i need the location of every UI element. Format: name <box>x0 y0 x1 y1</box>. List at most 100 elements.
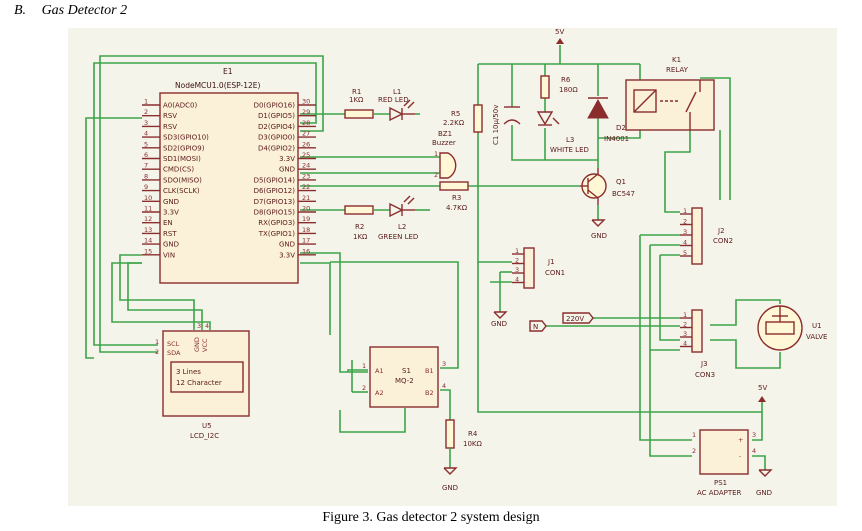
mcu-left-pin-number: 13 <box>144 226 152 234</box>
mcu-left-pin-number: 14 <box>144 237 152 245</box>
section-number: B. <box>14 3 27 18</box>
mcu-left-pin-number: 15 <box>144 247 152 255</box>
mcu-right-pin-name: D7(GPIO13) <box>254 198 296 206</box>
mcu-left-pin-name: SDO(MISO) <box>163 176 202 184</box>
mcu-right-pin-number: 27 <box>302 130 310 138</box>
mcu-right-pin-name: D1(GPIO5) <box>258 112 295 120</box>
d2-ref: D2 <box>616 124 626 132</box>
mcu-right-pin-name: D6(GPIO12) <box>254 187 296 195</box>
ps1-minus: - <box>739 452 742 460</box>
mcu-left-pin-name: SD1(MOSI) <box>163 155 201 163</box>
mcu-left-pin-name: GND <box>163 198 179 206</box>
q1-value: BC547 <box>612 190 635 198</box>
figure-caption: Figure 3. Gas detector 2 system design <box>322 510 540 525</box>
s1-value: MQ-2 <box>395 377 414 385</box>
mcu-name: NodeMCU1.0(ESP-12E) <box>175 81 260 90</box>
mcu-right-pin-number: 21 <box>302 194 310 202</box>
s1-b1: B1 <box>425 367 434 375</box>
r2-value: 1KΩ <box>353 233 368 241</box>
ps1-pin3: 3 <box>752 431 756 439</box>
r6-value: 180Ω <box>559 86 578 94</box>
led-l3: L3 WHITE LED <box>536 111 589 154</box>
r5-ref: R5 <box>451 110 460 118</box>
resistor-r3: R3 4.7KΩ <box>439 181 469 212</box>
u5-value: LCD_I2C <box>190 432 219 440</box>
mcu-right-pin-number: 26 <box>302 140 310 148</box>
q1-ref: Q1 <box>616 178 626 186</box>
j2-ref: J2 <box>717 227 725 235</box>
mcu-left-pin-name: RSV <box>163 123 177 131</box>
k1-value: RELAY <box>666 66 689 74</box>
resistor-r4: R4 10KΩ <box>445 419 482 449</box>
buzzer-bz1: 1 2 BZ1 Buzzer <box>432 130 457 179</box>
mcu-left-pin-name: SD2(GPIO9) <box>163 144 205 152</box>
bz1-value: Buzzer <box>432 139 456 147</box>
lcd-pin2: 2 <box>155 348 159 356</box>
u1-ref: U1 <box>812 322 822 330</box>
j2-pin-number: 1 <box>683 207 687 215</box>
gnd-r4: GND <box>442 484 458 492</box>
mcu-left-pin-number: 8 <box>144 172 148 180</box>
l2-ref: L2 <box>398 223 406 231</box>
led-l2: L2 GREEN LED <box>378 195 418 241</box>
ps1-pin4: 4 <box>752 447 756 455</box>
s1-pin3: 3 <box>442 360 446 368</box>
mcu-right-pin-name: D4(GPIO2) <box>258 144 295 152</box>
resistor-r5: R5 2.2KΩ <box>443 104 483 133</box>
section-title: Gas Detector 2 <box>41 3 128 18</box>
s1-a1: A1 <box>375 367 384 375</box>
u1-value: VALVE <box>806 333 827 341</box>
mcu-right-pin-number: 29 <box>302 108 310 116</box>
mcu-right-pin-number: 17 <box>302 237 310 245</box>
s1-b2: B2 <box>425 389 434 397</box>
power-symbols: 5V 5V GND GND GND GND 220V N <box>442 28 773 497</box>
j2-pin-number: 3 <box>683 228 687 236</box>
lcd-gnd: GND <box>193 337 201 352</box>
mcu-right-pin-number: 28 <box>302 119 310 127</box>
mcu-right-pin-name: GND <box>279 241 295 249</box>
mcu-left-pin-number: 10 <box>144 194 152 202</box>
s1-ref: S1 <box>402 367 411 375</box>
lcd-pin3: 3 <box>197 322 201 330</box>
mcu-left-pin-number: 6 <box>144 151 148 159</box>
ac-adapter-ps1: + - 1 2 3 4 PS1 AC ADAPTER <box>692 429 756 497</box>
j1-pin-number: 2 <box>515 257 519 265</box>
mcu-left-pin-name: GND <box>163 241 179 249</box>
mcu-right-pin-number: 23 <box>302 172 310 180</box>
mcu-right-pin-name: GND <box>279 166 295 174</box>
j1-pin-number: 3 <box>515 266 519 274</box>
mcu-right-pin-name: D3(GPIO0) <box>258 134 295 142</box>
l1-ref: L1 <box>393 88 401 96</box>
mcu-left-pin-name: CLK(SCLK) <box>163 187 200 195</box>
r4-value: 10KΩ <box>463 440 482 448</box>
j3-pin-number: 3 <box>683 330 687 338</box>
r3-value: 4.7KΩ <box>446 204 468 212</box>
mcu-right-pin-number: 22 <box>302 183 310 191</box>
gnd-j1: GND <box>491 320 507 328</box>
section-heading: B. Gas Detector 2 <box>14 3 127 19</box>
j2-pin-number: 2 <box>683 218 687 226</box>
r3-ref: R3 <box>452 194 461 202</box>
ps1-value: AC ADAPTER <box>697 489 742 497</box>
mcu-left-pin-number: 3 <box>144 119 148 127</box>
lcd-vcc: VCC <box>201 338 209 352</box>
lcd-line2: 12 Character <box>176 379 222 387</box>
resistor-r2: R2 1KΩ <box>344 205 374 241</box>
mcu-right-pin-name: TX(GPIO1) <box>258 230 295 238</box>
j3-pin-number: 4 <box>683 340 687 348</box>
mcu-right-pin-name: D0(GPIO16) <box>254 102 296 110</box>
j1-pin-number: 1 <box>515 247 519 255</box>
gas-sensor-s1: S1 MQ-2 A1 A2 B1 B2 1 2 3 4 <box>362 346 446 408</box>
mcu-left-pin-number: 12 <box>144 215 152 223</box>
mcu-right-pin-number: 25 <box>302 151 310 159</box>
d2-value: IN4001 <box>604 135 629 143</box>
mcu-left-pin-name: VIN <box>163 251 175 259</box>
j3-pin-number: 2 <box>683 321 687 329</box>
mcu-right-pin-number: 18 <box>302 226 310 234</box>
s1-pin2: 2 <box>362 384 366 392</box>
mcu-left-pin-number: 5 <box>144 140 148 148</box>
